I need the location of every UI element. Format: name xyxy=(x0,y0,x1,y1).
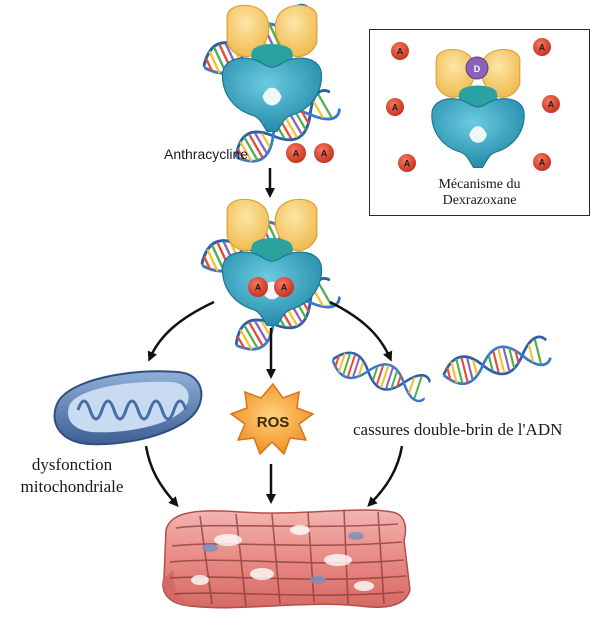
arrow-icon xyxy=(147,300,215,362)
inset-caption-line1: Mécanisme du xyxy=(438,177,521,192)
arrow-icon xyxy=(367,445,404,507)
anthracycline-molecule-icon xyxy=(391,42,409,60)
anthracycline-molecule-icon xyxy=(274,277,294,297)
anthracycline-molecule-icon xyxy=(314,143,334,163)
ros-label: ROS xyxy=(256,414,290,431)
molecule-letter: A xyxy=(397,47,404,57)
muscle-fiber-icon xyxy=(162,509,411,609)
mito-label-line2: mitochondriale xyxy=(20,477,124,496)
anthracycline-molecule-icon xyxy=(542,95,560,113)
anthracycline-molecule-icon xyxy=(533,153,551,171)
molecule-letter: A xyxy=(548,100,555,110)
mitochondrion-icon xyxy=(53,370,203,446)
arrow-icon xyxy=(329,300,393,362)
topoisomerase-dna-drug-complex: A A xyxy=(193,198,344,360)
molecule-letter: A xyxy=(404,159,411,169)
dna-helix-icon xyxy=(438,333,554,391)
anthracycline-molecules-free: A A xyxy=(286,143,334,163)
molecule-letter: A xyxy=(281,283,288,293)
inset-caption-line2: Dexrazoxane xyxy=(442,193,517,208)
anthracycline-molecule-icon xyxy=(398,154,416,172)
dexrazoxane-inset-frame xyxy=(369,29,590,216)
molecule-letter: A xyxy=(321,149,328,159)
ros-burst-icon xyxy=(229,382,315,456)
molecule-letter: A xyxy=(539,43,546,53)
molecule-letter: A xyxy=(293,149,300,159)
anthracycline-molecule-icon xyxy=(286,143,306,163)
mito-label-line1: dysfonction xyxy=(31,455,113,474)
anthracycline-molecule-icon xyxy=(386,98,404,116)
molecule-letter: A xyxy=(539,158,546,168)
anthracycline-molecule-icon xyxy=(248,277,268,297)
dexrazoxane-inset: D A A A A A A xyxy=(386,38,560,172)
dna-helix-icon xyxy=(327,345,433,405)
arrow-icon xyxy=(144,445,179,507)
inset-caption: Mécanisme du Dexrazoxane xyxy=(369,177,590,209)
anthracycline-molecule-icon xyxy=(533,38,551,56)
mitochondrial-dysfunction-label: dysfonction mitochondriale xyxy=(4,454,140,498)
molecule-letter: D xyxy=(474,64,481,74)
dna-breaks-label: cassures double-brin de l'ADN xyxy=(353,420,563,439)
molecule-letter: A xyxy=(392,103,399,113)
molecule-letter: A xyxy=(255,283,262,293)
dexrazoxane-molecule-icon xyxy=(465,56,489,80)
dna-breaks xyxy=(327,333,554,405)
anthracycline-label: Anthracycline xyxy=(164,146,249,162)
